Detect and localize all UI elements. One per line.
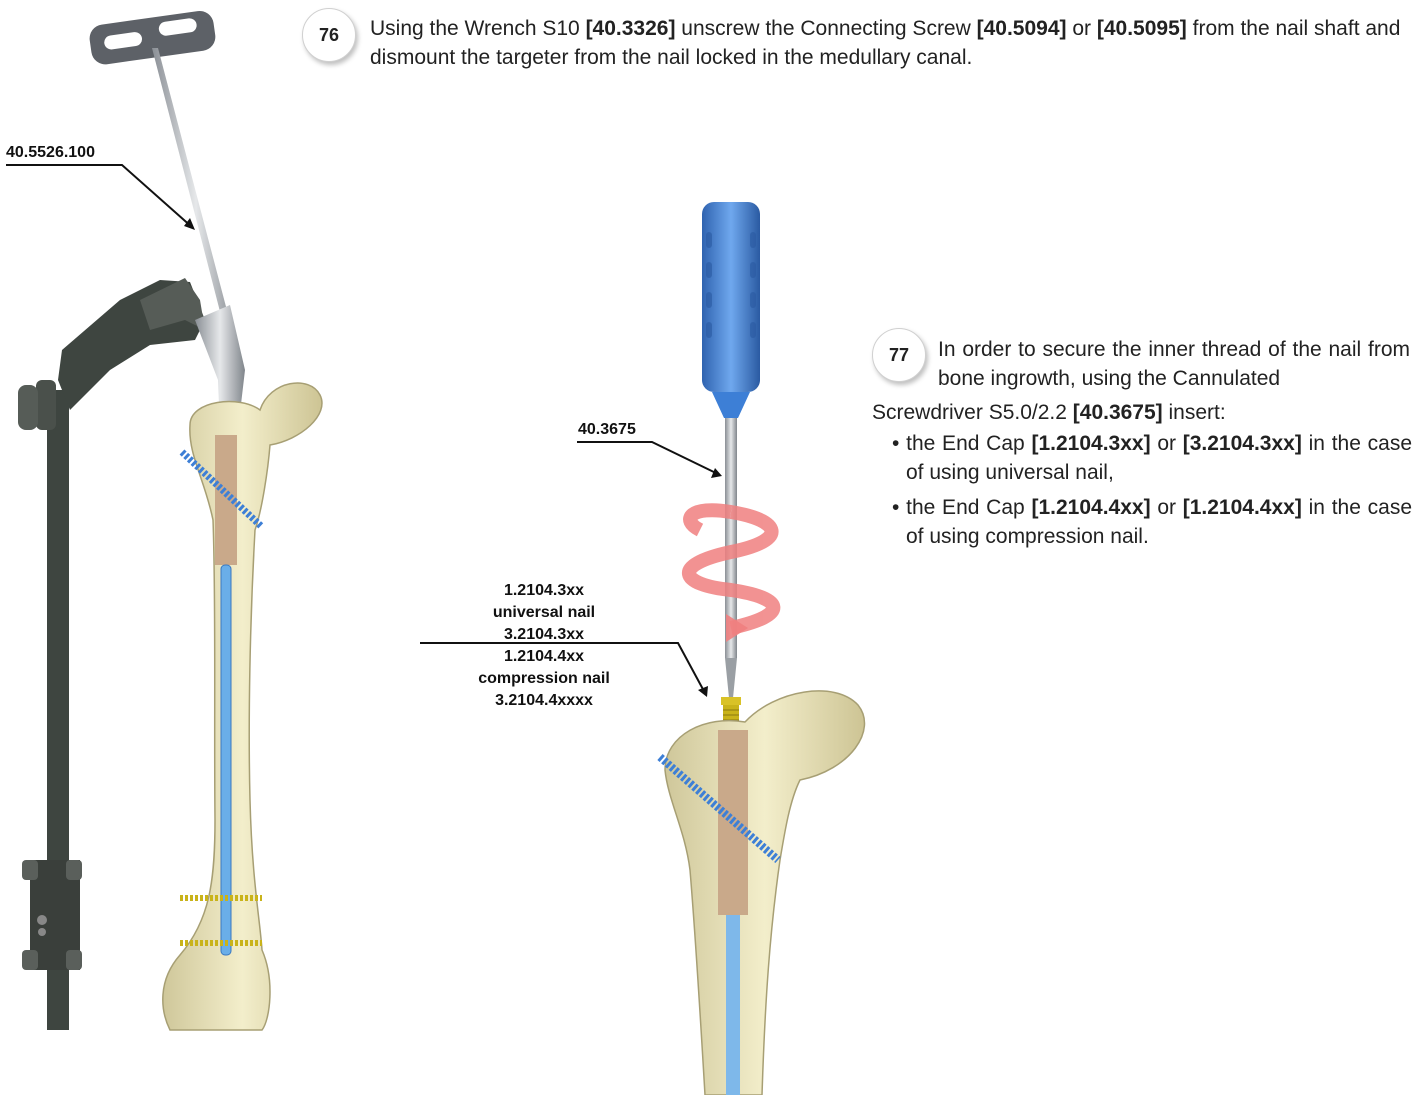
end-cap-label-line: compression nail	[460, 668, 628, 690]
part-ref: [40.5094]	[977, 17, 1067, 40]
part-ref: [40.3675]	[1073, 401, 1163, 424]
end-cap-label-line: 1.2104.4xx	[460, 646, 628, 668]
bullet-text: the End Cap	[906, 496, 1031, 519]
end-cap-label-line: 3.2104.3xx	[460, 624, 628, 646]
step-number: 77	[889, 345, 909, 366]
femur-right-illustration	[660, 691, 865, 1095]
bullet-text: or	[1151, 432, 1183, 455]
step-number-badge: 76	[302, 8, 356, 62]
bullet-text: or	[1151, 496, 1183, 519]
step-number-badge: 77	[872, 328, 926, 382]
step-number: 76	[319, 25, 339, 46]
step-77-text-part: In order to secure the inner thread of t…	[938, 338, 1410, 390]
part-ref: [1.2104.4xx]	[1183, 496, 1302, 519]
part-ref: [40.3326]	[586, 17, 676, 40]
part-ref: [1.2104.3xx]	[1031, 432, 1150, 455]
step-76-text-part: unscrew the Connecting Screw	[675, 17, 976, 40]
step-76-text: Using the Wrench S10 [40.3326] unscrew t…	[370, 14, 1420, 72]
step-77-intro: In order to secure the inner thread of t…	[938, 335, 1410, 393]
screwdriver-part-label: 40.3675	[578, 421, 636, 439]
end-cap-label-line: universal nail	[460, 602, 628, 624]
step-76-text-part: or	[1067, 17, 1097, 40]
end-cap-label-line: 3.2104.4xxxx	[460, 690, 628, 712]
targeter-frame	[18, 278, 205, 1030]
femur-left-illustration	[163, 383, 322, 1030]
end-cap-label-line: 1.2104.3xx	[460, 580, 628, 602]
part-ref: [40.5095]	[1097, 17, 1187, 40]
list-item: • the End Cap [1.2104.4xx] or [1.2104.4x…	[872, 493, 1412, 551]
step-76-text-part: Using the Wrench S10	[370, 17, 586, 40]
step-77-text-part: insert:	[1163, 401, 1226, 424]
step-77-text: Screwdriver S5.0/2.2 [40.3675] insert: •…	[872, 398, 1412, 551]
wrench-part-label: 40.5526.100	[6, 144, 95, 162]
list-item: • the End Cap [1.2104.3xx] or [3.2104.3x…	[872, 429, 1412, 487]
step-77-intro-line: Screwdriver S5.0/2.2 [40.3675] insert:	[872, 398, 1412, 427]
end-cap-part-label: 1.2104.3xx universal nail 3.2104.3xx 1.2…	[460, 580, 628, 712]
step-77-text-part: Screwdriver S5.0/2.2	[872, 401, 1073, 424]
bullet-text: the End Cap	[906, 432, 1031, 455]
part-ref: [1.2104.4xx]	[1031, 496, 1150, 519]
part-ref: [3.2104.3xx]	[1183, 432, 1302, 455]
